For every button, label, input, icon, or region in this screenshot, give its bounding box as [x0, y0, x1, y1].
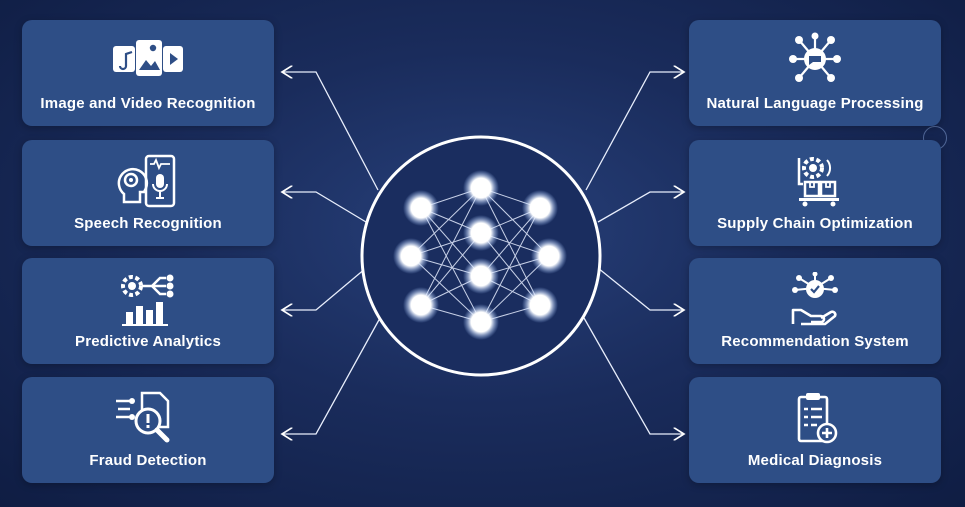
connector-line [583, 317, 684, 434]
card-label: Predictive Analytics [74, 333, 221, 350]
connector-line [585, 72, 684, 191]
card-label: Natural Language Processing [706, 95, 924, 112]
medical-clipboard-icon [689, 391, 941, 445]
network-node [531, 238, 567, 274]
image-video-icon [22, 34, 274, 88]
card-label: Recommendation System [721, 333, 909, 350]
network-node [463, 215, 499, 251]
card-medical-diagnosis[interactable]: Medical Diagnosis [689, 377, 941, 483]
recommendation-hand-icon [689, 272, 941, 326]
card-label: Image and Video Recognition [40, 95, 256, 112]
connector-line [282, 72, 379, 191]
network-node [463, 170, 499, 206]
card-label: Speech Recognition [74, 215, 222, 232]
network-node [463, 304, 499, 340]
network-node [393, 238, 429, 274]
card-natural-language-processing[interactable]: Natural Language Processing [689, 20, 941, 126]
card-recommendation-system[interactable]: Recommendation System [689, 258, 941, 364]
network-node [522, 190, 558, 226]
connector-line [597, 267, 684, 310]
card-label: Supply Chain Optimization [717, 215, 913, 232]
network-node [463, 258, 499, 294]
predictive-analytics-icon [22, 272, 274, 326]
speech-recognition-icon [22, 154, 274, 208]
network-edge [420, 207, 482, 323]
network-edge [420, 187, 482, 306]
network-node [403, 287, 439, 323]
network-node [522, 287, 558, 323]
connector-line [282, 267, 367, 310]
card-image-video-recognition[interactable]: Image and Video Recognition [22, 20, 274, 126]
fraud-detection-icon [22, 391, 274, 445]
card-supply-chain-optimization[interactable]: Supply Chain Optimization [689, 140, 941, 246]
network-edge [480, 187, 541, 306]
card-label: Medical Diagnosis [747, 452, 883, 469]
network-edge [480, 207, 541, 323]
nlp-network-icon [689, 32, 941, 86]
card-predictive-analytics[interactable]: Predictive Analytics [22, 258, 274, 364]
card-fraud-detection[interactable]: Fraud Detection [22, 377, 274, 483]
connector-line [282, 192, 367, 223]
supply-chain-icon [689, 154, 941, 208]
connector-line [282, 317, 381, 434]
card-speech-recognition[interactable]: Speech Recognition [22, 140, 274, 246]
connector-line [597, 192, 684, 223]
network-node [403, 190, 439, 226]
card-label: Fraud Detection [89, 452, 207, 469]
